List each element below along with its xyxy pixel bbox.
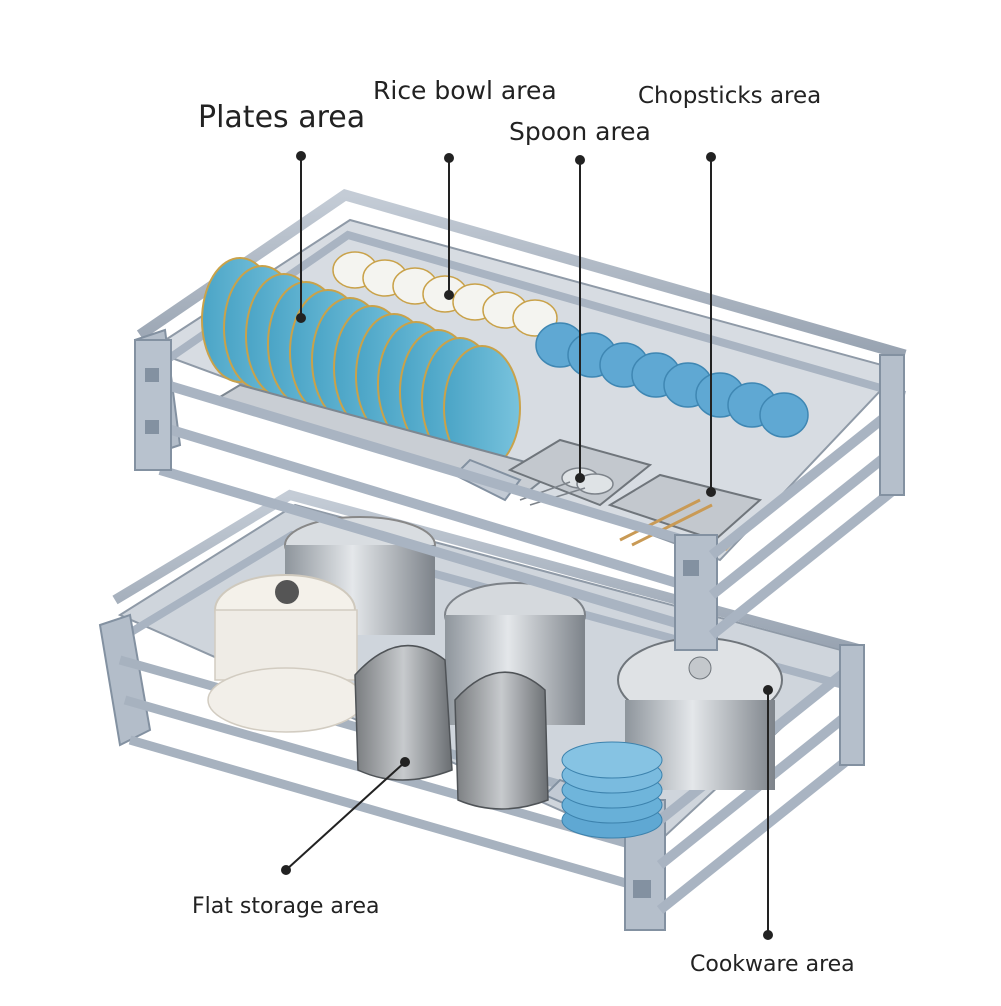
spoons	[519, 467, 614, 506]
label-rice-bowl-area: Rice bowl area	[373, 76, 557, 105]
lower-left-side	[98, 613, 152, 747]
leader-dot-icon	[706, 152, 716, 162]
kettle-right	[454, 671, 549, 810]
leader-dot-icon	[296, 151, 306, 161]
upper-right-post	[879, 354, 905, 496]
right-pot-knob-icon	[688, 656, 712, 680]
leader-dot-icon	[763, 685, 773, 695]
leader-dot-icon	[706, 487, 716, 497]
label-cookware-area: Cookware area	[690, 952, 855, 977]
label-plates-area: Plates area	[198, 100, 366, 135]
upper-left-post	[134, 339, 172, 471]
leader-dot-icon	[575, 155, 585, 165]
leader-dot-icon	[763, 930, 773, 940]
label-flat-storage-area: Flat storage area	[192, 894, 380, 919]
upper-contents	[201, 251, 809, 552]
leader-dot-icon	[281, 865, 291, 875]
lower-right-post	[839, 644, 865, 766]
leader-lines	[281, 151, 773, 940]
leader-flat-storage	[285, 761, 406, 871]
lower-front-post-slot	[633, 880, 651, 898]
leader-dot-icon	[400, 757, 410, 767]
cookware-contents	[207, 516, 783, 839]
upper-front-frame	[134, 339, 905, 651]
label-chopsticks-area: Chopsticks area	[638, 83, 822, 109]
upper-front-post-slot	[683, 560, 699, 576]
casserole-knob-icon	[275, 580, 299, 604]
leader-dot-icon	[575, 473, 585, 483]
kettle-left	[354, 644, 453, 781]
upper-left-post-slot-2	[145, 420, 159, 434]
blue-bowls-row	[535, 322, 809, 438]
blue-saucer-stack	[561, 741, 663, 839]
leader-dot-icon	[296, 313, 306, 323]
upper-left-post-slot	[145, 368, 159, 382]
lower-back-rail	[112, 489, 864, 655]
leader-dot-icon	[444, 153, 454, 163]
leader-dot-icon	[444, 290, 454, 300]
white-casserole-base	[207, 667, 365, 733]
label-spoon-area: Spoon area	[509, 117, 651, 146]
